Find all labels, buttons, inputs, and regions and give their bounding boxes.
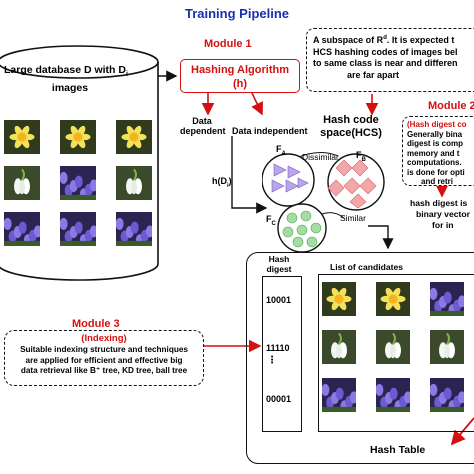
module2-line5: is done for opti: [407, 167, 465, 177]
module3-box: (Indexing) Suitable indexing structure a…: [4, 330, 204, 386]
candidates-panel: [318, 274, 474, 432]
arrow-similar-to-table: [368, 225, 394, 250]
bluebell-image: [376, 378, 410, 412]
data-dependent-label: Data dependent: [180, 116, 226, 136]
module2-line2: digest is comp: [407, 139, 464, 148]
snowdrop-image: [4, 166, 40, 200]
daffodil-image: [60, 120, 96, 154]
fa-text: F: [276, 144, 282, 154]
hash-digest-header-line2: digest: [266, 264, 292, 274]
fb-label: FB: [356, 150, 366, 163]
subspace-note-line2: HCS hashing codes of images bel: [313, 46, 458, 57]
cluster-a-triangles: [271, 163, 309, 193]
arrow-to-data-independent: [251, 92, 263, 116]
subspace-note-box: A subspace of Rd. It is expected t HCS h…: [306, 28, 474, 92]
subspace-note-line1: A subspace of Rd. It is expected t: [313, 33, 474, 47]
candidates-column-header: List of candidates: [330, 262, 404, 272]
snowdrop-image: [322, 330, 356, 364]
hashing-algorithm-box[interactable]: Hashing Algorithm (h): [180, 59, 300, 93]
module2-box: (Hash digest co Generally bina digest is…: [402, 116, 474, 186]
hdi-sub: i: [227, 182, 229, 189]
module1-label: Module 1: [204, 38, 252, 50]
hash-digest-header-line1: Hash: [268, 254, 290, 264]
digest-row-3: 00001: [266, 394, 292, 404]
fb-sub: B: [361, 156, 366, 163]
module3-sublabel: (Indexing): [81, 333, 127, 344]
hcs-title-line1: Hash code: [323, 114, 379, 126]
hcs-title-line2: space(HCS): [320, 127, 382, 139]
subspace-note-line3: to same class is near and differen: [313, 58, 458, 68]
module2-label: Module 2: [428, 100, 474, 112]
module2-line1: Generally bina: [407, 129, 463, 139]
module2-line6: and retri: [421, 177, 454, 186]
module3-line1: are applied for efficient and effective …: [25, 355, 183, 365]
hash-digest-note-line2: for in: [432, 220, 454, 230]
similar-label: Similar: [340, 213, 366, 223]
database-title-line2: images: [51, 82, 89, 94]
module3-line2: data retrieval like B⁺ tree, KD tree, ba…: [20, 366, 188, 375]
subspace-note-line4: are far apart: [347, 69, 400, 80]
snowdrop-image: [430, 330, 464, 364]
fc-sub: C: [271, 220, 276, 227]
subspace-note-line1-pre: A subspace of R: [313, 35, 384, 45]
arrow-hdi-to-hcs: [231, 136, 268, 214]
snowdrop-image: [116, 166, 152, 200]
bluebell-image: [4, 212, 40, 246]
database-title: Large database D with Di: [4, 64, 128, 78]
daffodil-image: [4, 120, 40, 154]
module3-line0: Suitable indexing structure and techniqu…: [20, 345, 188, 354]
hashing-algorithm-title: Hashing Algorithm: [191, 64, 289, 76]
module2-line4: computations.: [407, 158, 462, 167]
fa-label: FA: [276, 144, 286, 157]
daffodil-image: [376, 282, 410, 316]
daffodil-image: [116, 120, 152, 154]
hash-digest-note: hash digest is binary vector for in: [410, 198, 470, 231]
bluebell-image: [60, 166, 96, 200]
daffodil-image: [322, 282, 356, 316]
hdi-label: h(Di): [212, 176, 232, 189]
module2-line0: (Hash digest co: [407, 120, 467, 129]
hdi-end: ): [228, 176, 232, 186]
snowdrop-image: [376, 330, 410, 364]
data-independent-label: Data independent: [232, 126, 308, 136]
fc-label: FC: [266, 214, 276, 227]
module3-label: Module 3: [72, 318, 120, 330]
hdi-text: h(D: [212, 176, 227, 186]
hashing-algorithm-symbol: (h): [232, 78, 248, 90]
hcs-clusters: [262, 153, 385, 253]
bluebell-image: [116, 212, 152, 246]
hash-digest-column-header: Hash digest: [262, 254, 296, 274]
database-title-text: Large database D with D: [4, 64, 126, 76]
fa-sub: A: [281, 150, 286, 157]
subspace-note-line1-post: . It is expected t: [386, 35, 455, 45]
cluster-b-diamonds: [327, 159, 377, 209]
database-title-sub: i: [125, 71, 128, 79]
data-dependent-line2: dependent: [180, 126, 226, 136]
digest-row-2: 11110: [266, 343, 290, 353]
similar-line: [321, 212, 345, 219]
hash-table-label: Hash Table: [370, 444, 426, 456]
hash-table-container: [246, 252, 474, 464]
digest-ellipsis: ⋮: [267, 355, 277, 366]
digest-row-1: 10001: [266, 295, 292, 305]
bluebell-image: [430, 282, 464, 316]
fc-text: F: [266, 214, 272, 224]
hcs-title: Hash code space(HCS): [316, 114, 386, 140]
module2-line3: memory and t: [407, 148, 460, 158]
hash-digest-column: [262, 276, 302, 432]
hash-digest-note-line1: binary vector: [416, 209, 470, 219]
page-title: Training Pipeline: [184, 6, 290, 21]
cluster-c-circles: [282, 210, 322, 248]
bluebell-image: [430, 378, 464, 412]
subspace-note-line1-sup: d: [383, 35, 387, 41]
dissimilar-label: Dissimilar: [302, 152, 339, 162]
fb-text: F: [356, 150, 362, 160]
bluebell-image: [322, 378, 356, 412]
data-dependent-line1: Data: [192, 116, 212, 126]
bluebell-image: [60, 212, 96, 246]
hash-digest-note-line0: hash digest is: [410, 198, 468, 208]
